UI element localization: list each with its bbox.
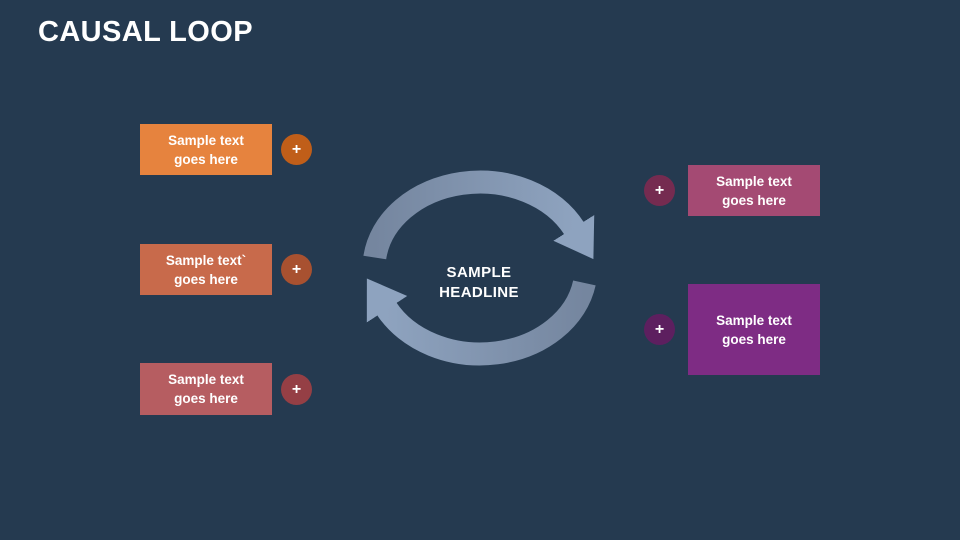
plus-icon: + xyxy=(291,140,302,158)
causal-loop-graphic xyxy=(363,170,596,366)
sample-text-box-left-2: Sample text` goes here xyxy=(140,244,272,295)
plus-icon: + xyxy=(291,260,302,278)
cycle-arrow-bottom xyxy=(366,278,596,366)
plus-icon: + xyxy=(654,320,665,338)
plus-badge-left-3: + xyxy=(281,374,312,405)
plus-badge-right-2: + xyxy=(644,314,675,345)
sample-text-label: Sample text goes here xyxy=(716,173,792,208)
plus-badge-left-2: + xyxy=(281,254,312,285)
sample-text-label: Sample text goes here xyxy=(168,132,244,167)
sample-text-box-left-3: Sample text goes here xyxy=(140,363,272,415)
plus-badge-left-1: + xyxy=(281,134,312,165)
cycle-arrow-top xyxy=(363,170,595,260)
sample-text-label: Sample text` goes here xyxy=(165,252,247,287)
sample-text-box-left-1: Sample text goes here xyxy=(140,124,272,175)
plus-icon: + xyxy=(291,380,302,398)
sample-text-label: Sample text goes here xyxy=(716,312,792,347)
plus-badge-right-1: + xyxy=(644,175,675,206)
plus-icon: + xyxy=(654,181,665,199)
center-headline: SAMPLE HEADLINE xyxy=(439,264,519,301)
sample-text-box-right-2: Sample text goes here xyxy=(688,284,820,375)
sample-text-box-right-1: Sample text goes here xyxy=(688,165,820,216)
slide-title: CAUSAL LOOP xyxy=(38,16,253,48)
sample-text-label: Sample text goes here xyxy=(168,372,244,406)
